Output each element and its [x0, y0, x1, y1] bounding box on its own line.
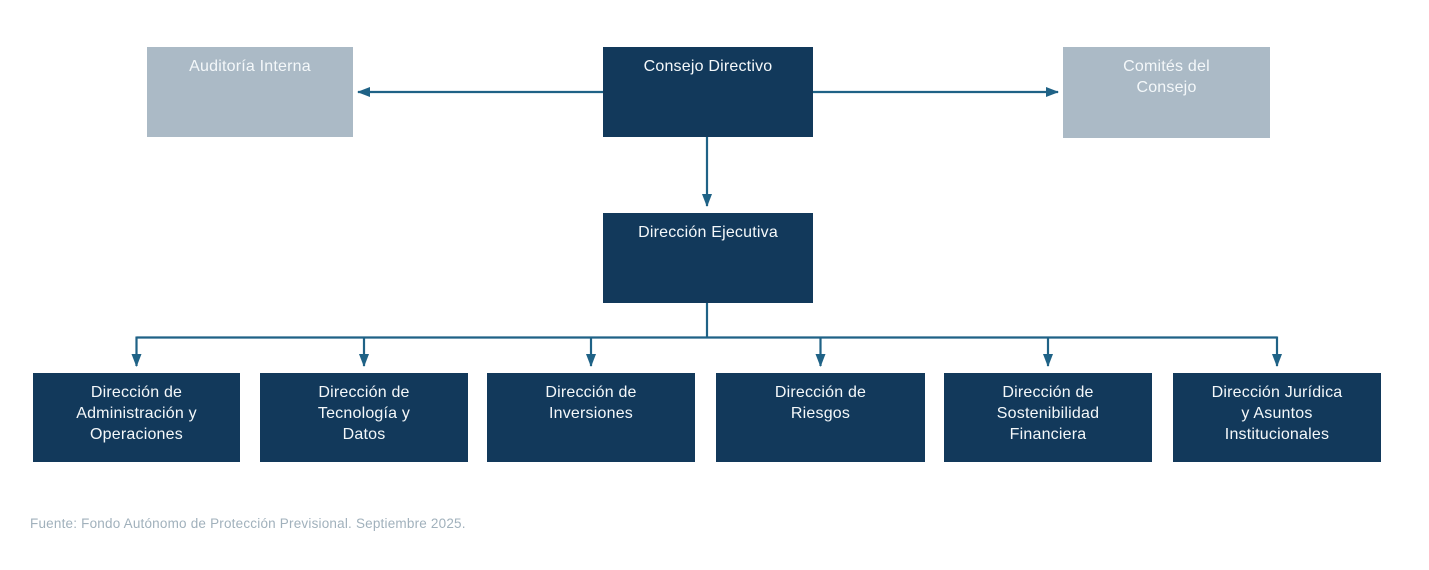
node-comites-del-consejo: Comités del Consejo [1063, 47, 1270, 138]
node-direccion-ejecutiva: Dirección Ejecutiva [603, 213, 813, 303]
node-direccion-juridica-institucionales: Dirección Jurídica y Asuntos Institucion… [1173, 373, 1381, 462]
node-consejo-directivo: Consejo Directivo [603, 47, 813, 137]
source-note: Fuente: Fondo Autónomo de Protección Pre… [30, 516, 466, 531]
node-direccion-inversiones: Dirección de Inversiones [487, 373, 695, 462]
node-direccion-riesgos: Dirección de Riesgos [716, 373, 925, 462]
node-direccion-sostenibilidad-financiera: Dirección de Sostenibilidad Financiera [944, 373, 1152, 462]
node-auditoria-interna: Auditoría Interna [147, 47, 353, 137]
node-direccion-tecnologia-datos: Dirección de Tecnología y Datos [260, 373, 468, 462]
node-direccion-administracion-operaciones: Dirección de Administración y Operacione… [33, 373, 240, 462]
